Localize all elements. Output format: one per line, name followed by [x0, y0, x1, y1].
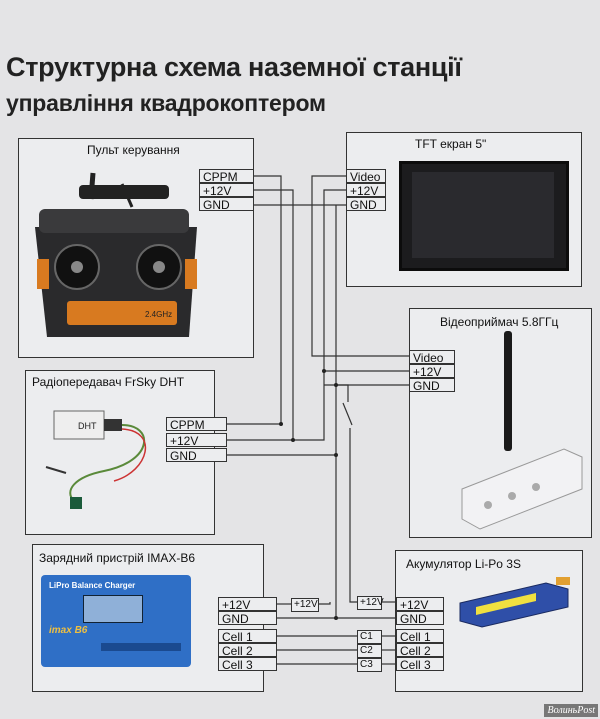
- tft-port-gnd: GND: [346, 197, 386, 212]
- charger-port-cell1: Cell 1: [218, 629, 277, 644]
- junction-dot: [334, 453, 338, 457]
- wire-12v-switch: [324, 384, 349, 402]
- tft-port-video: Video: [346, 169, 386, 184]
- wire-video: [311, 175, 410, 357]
- remote-title: Пульт керування: [87, 143, 180, 157]
- charger-port-cell2: Cell 2: [218, 643, 277, 658]
- tft-port-12v: +12V: [346, 183, 386, 198]
- junction-dot: [279, 422, 283, 426]
- video-rx-port-gnd: GND: [409, 378, 455, 393]
- wire-12v-down: [349, 428, 357, 603]
- video-rx-title: Відеоприймач 5.8ГГц: [440, 315, 559, 329]
- video-receiver-block: Відеоприймач 5.8ГГц: [409, 308, 592, 538]
- charger-port-12v: +12V: [218, 597, 277, 612]
- video-rx-port-video: Video: [409, 350, 455, 365]
- junction-dot: [322, 369, 326, 373]
- junction-dot: [291, 438, 295, 442]
- radio-tx-port-cppm: CPPM: [166, 417, 227, 432]
- dht-label: DHT: [78, 421, 97, 431]
- wire-cppm: [227, 175, 282, 425]
- junction-dot: [334, 616, 338, 620]
- charger-port-gnd: GND: [218, 611, 277, 626]
- wire-gnd-charger: [277, 455, 337, 619]
- charger-device-icon: LiPro Balance Charger imax B6: [41, 575, 191, 667]
- junction-12v-connector: +12V: [291, 598, 319, 612]
- remote-port-12v: +12V: [199, 183, 254, 198]
- tft-monitor-icon: [399, 161, 569, 271]
- remote-port-cppm: CPPM: [199, 169, 254, 184]
- battery-port-cell2: Cell 2: [396, 643, 444, 658]
- diagram-subtitle: управління квадрокоптером: [6, 90, 326, 116]
- switch-12v-connector: +12V: [357, 596, 384, 610]
- charger-title: Зарядний пристрій IMAX-B6: [39, 551, 196, 565]
- wire-12v-bus: [293, 371, 325, 441]
- charger-logo: imax B6: [49, 625, 88, 636]
- tft-title: TFT екран 5": [415, 137, 487, 151]
- switch-lever: [342, 402, 353, 426]
- charger-block: Зарядний пристрій IMAX-B6 LiPro Balance …: [32, 544, 264, 692]
- wire-remote-12v: [227, 189, 294, 441]
- tx-band-label: 2.4GHz: [145, 310, 172, 319]
- video-receiver-icon: [461, 331, 583, 530]
- radio-tx-port-gnd: GND: [166, 448, 227, 463]
- diagram-title: Структурна схема наземної станції: [6, 52, 462, 82]
- battery-icon: [459, 577, 570, 628]
- wire-charger-12v-2: [319, 602, 331, 605]
- battery-port-cell1: Cell 1: [396, 629, 444, 644]
- connector-c3: C3: [357, 658, 382, 672]
- radio-module-icon: DHT: [45, 410, 147, 509]
- charger-brand-label: LiPro Balance Charger: [49, 581, 136, 590]
- radio-tx-title: Радіопередавач FrSky DHT: [32, 375, 185, 389]
- connector-c2: C2: [357, 644, 382, 658]
- video-rx-port-12v: +12V: [409, 364, 455, 379]
- battery-title: Акумулятор Li-Po 3S: [406, 557, 521, 571]
- wire-tft-12v: [323, 189, 410, 372]
- radio-tx-port-12v: +12V: [166, 433, 227, 448]
- battery-port-gnd: GND: [396, 611, 444, 626]
- battery-port-12v: +12V: [396, 597, 444, 612]
- connector-c1: C1: [357, 630, 382, 644]
- remote-port-gnd: GND: [199, 197, 254, 212]
- remote-control-icon: 2.4GHz: [35, 172, 197, 337]
- battery-port-cell3: Cell 3: [396, 657, 444, 672]
- charger-port-cell3: Cell 3: [218, 657, 277, 672]
- watermark: ВолиньPost: [544, 704, 598, 717]
- junction-dot: [334, 383, 338, 387]
